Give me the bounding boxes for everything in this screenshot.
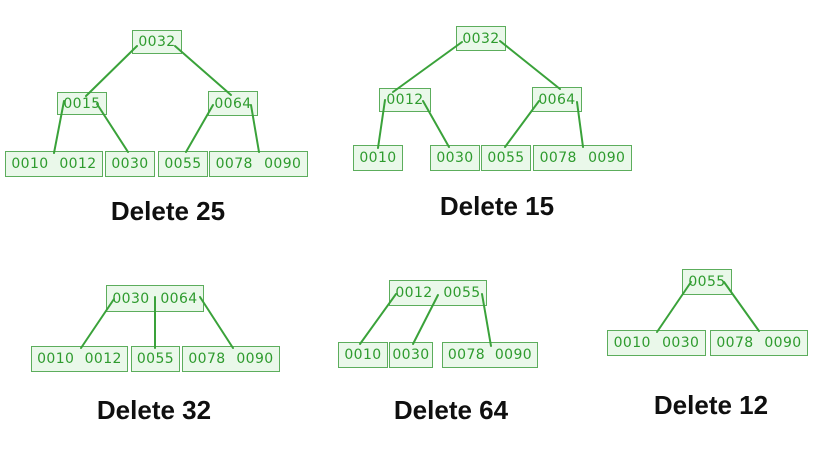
- tree-edge: [499, 40, 561, 90]
- tree-node: 0012: [379, 88, 431, 112]
- tree-caption: Delete 64: [393, 395, 509, 425]
- tree-node: 0078 0090: [533, 145, 632, 171]
- node-key: 0064: [160, 290, 198, 307]
- node-key: 0012: [59, 156, 97, 172]
- node-key: 0010: [37, 351, 75, 367]
- node-key: 0090: [264, 156, 302, 172]
- node-key: 0064: [214, 95, 252, 112]
- node-key: 0090: [764, 335, 802, 351]
- tree-node: 0055: [131, 346, 180, 372]
- tree-node: 0032: [456, 26, 506, 51]
- tree-node: 0055: [682, 269, 732, 295]
- node-key: 0030: [392, 347, 430, 363]
- tree-node: 0078 0090: [182, 346, 280, 372]
- tree-node: 0078 0090: [209, 151, 308, 177]
- node-key: 0055: [136, 351, 175, 367]
- node-key: 0030: [662, 335, 700, 351]
- node-key: 0078: [716, 335, 754, 351]
- tree-node: 0030: [389, 342, 433, 368]
- node-key: 0055: [487, 150, 525, 166]
- tree-node: 0010 0012: [31, 346, 128, 372]
- node-key: 0032: [462, 30, 500, 47]
- tree-node: 0055: [158, 151, 208, 177]
- node-key: 0078: [188, 351, 226, 367]
- tree-edge: [85, 45, 138, 97]
- tree-node: 0010: [353, 145, 403, 171]
- tree-node: 0064: [532, 87, 582, 112]
- node-key: 0055: [443, 285, 481, 301]
- tree-node: 0010: [338, 342, 388, 368]
- node-key: 0055: [164, 156, 202, 172]
- tree-node: 0012 0055: [389, 280, 487, 306]
- tree-node: 0010 0012: [5, 151, 103, 177]
- tree-node: 0030: [105, 151, 155, 177]
- tree-node: 0032: [132, 30, 182, 54]
- tree-edge: [174, 45, 232, 96]
- tree-node: 0078 0090: [442, 342, 538, 368]
- tree-caption: Delete 25: [110, 196, 226, 226]
- node-key: 0010: [344, 347, 382, 363]
- node-key: 0012: [395, 285, 433, 301]
- node-key: 0090: [588, 150, 626, 166]
- tree-node: 0010 0030: [607, 330, 706, 356]
- tree-edge: [392, 41, 463, 93]
- node-key: 0078: [539, 150, 577, 166]
- node-key: 0030: [111, 156, 149, 172]
- node-key: 0010: [359, 150, 397, 166]
- node-key: 0010: [613, 335, 651, 351]
- tree-caption: Delete 12: [653, 390, 769, 420]
- tree-node: 0078 0090: [710, 330, 808, 356]
- node-key: 0090: [494, 347, 533, 363]
- node-key: 0030: [112, 290, 150, 307]
- tree-node: 0055: [481, 145, 531, 171]
- node-key: 0012: [84, 351, 122, 367]
- tree-node: 0030: [430, 145, 480, 171]
- node-key: 0055: [688, 274, 726, 290]
- node-key: 0030: [436, 150, 474, 166]
- tree-node: 0030 0064: [106, 285, 204, 312]
- node-key: 0078: [447, 347, 486, 363]
- node-key: 0032: [138, 34, 176, 50]
- node-key: 0010: [11, 156, 49, 172]
- node-key: 0078: [215, 156, 253, 172]
- tree-caption: Delete 32: [96, 395, 212, 425]
- node-key: 0015: [63, 95, 101, 112]
- tree-caption: Delete 15: [439, 191, 555, 221]
- tree-edge: [199, 296, 234, 349]
- node-key: 0064: [538, 91, 576, 108]
- node-key: 0090: [236, 351, 274, 367]
- tree-node: 0015: [57, 92, 107, 115]
- tree-node: 0064: [208, 91, 258, 116]
- node-key: 0012: [386, 92, 424, 108]
